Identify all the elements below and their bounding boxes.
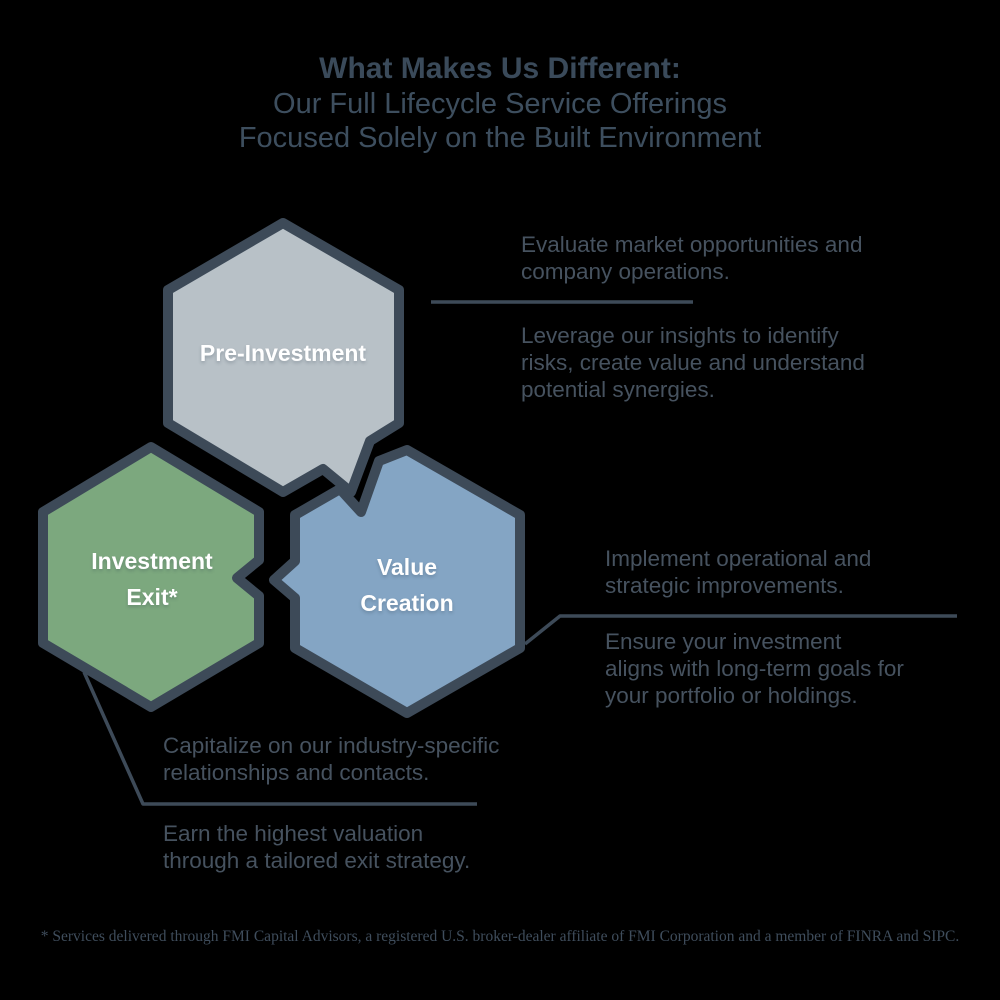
footnote-disclaimer: * Services delivered through FMI Capital…	[40, 928, 960, 945]
title-line-3: Focused Solely on the Built Environment	[238, 122, 762, 154]
note-value-creation-block2: Ensure your investment aligns with long-…	[605, 628, 904, 709]
note-line: through a tailored exit strategy.	[163, 848, 471, 873]
note-line: aligns with long-term goals for	[605, 656, 904, 681]
note-investment-exit-block2: Earn the highest valuation through a tai…	[163, 820, 470, 874]
note-line: Ensure your investment	[605, 629, 842, 654]
hexagon-label-value-creation: Value Creation	[297, 549, 517, 621]
note-line: Implement operational and	[605, 546, 872, 571]
note-line: risks, create value and understand	[521, 350, 865, 375]
note-line: Evaluate market opportunities and	[521, 232, 863, 257]
leader-line-value-creation	[523, 614, 957, 646]
value-creation-label-line2: Creation	[360, 590, 454, 616]
note-pre-investment-block1: Evaluate market opportunities and compan…	[521, 231, 862, 285]
note-line: company operations.	[521, 259, 730, 284]
note-line: strategic improvements.	[605, 573, 844, 598]
note-line: your portfolio or holdings.	[605, 683, 858, 708]
note-line: relationships and contacts.	[163, 760, 430, 785]
value-creation-label-line1: Value	[376, 554, 438, 580]
hexagon-label-investment-exit: Investment Exit*	[42, 543, 262, 615]
note-investment-exit-block1: Capitalize on our industry-specific rela…	[163, 732, 499, 786]
leader-line-investment-exit	[82, 671, 477, 806]
hexagon-pre-investment	[163, 218, 404, 497]
note-line: potential synergies.	[521, 377, 715, 402]
pre-investment-label-text: Pre-Investment	[199, 340, 367, 366]
investment-exit-label-line1: Investment	[91, 548, 213, 574]
title-line-2: Our Full Lifecycle Service Offerings	[273, 88, 727, 120]
note-line: Earn the highest valuation	[163, 821, 424, 846]
hexagon-investment-exit	[38, 442, 264, 712]
note-value-creation-block1: Implement operational and strategic impr…	[605, 545, 871, 599]
hexagon-value-creation	[269, 445, 525, 718]
hexagon-label-pre-investment: Pre-Investment	[168, 335, 398, 371]
note-line: Leverage our insights to identify	[521, 323, 839, 348]
page-title: What Makes Us Different: Our Full Lifecy…	[0, 50, 1000, 155]
note-pre-investment-block2: Leverage our insights to identify risks,…	[521, 322, 865, 403]
note-line: Capitalize on our industry-specific	[163, 733, 500, 758]
title-line-1: What Makes Us Different:	[319, 52, 681, 85]
investment-exit-label-line2: Exit*	[126, 584, 178, 610]
